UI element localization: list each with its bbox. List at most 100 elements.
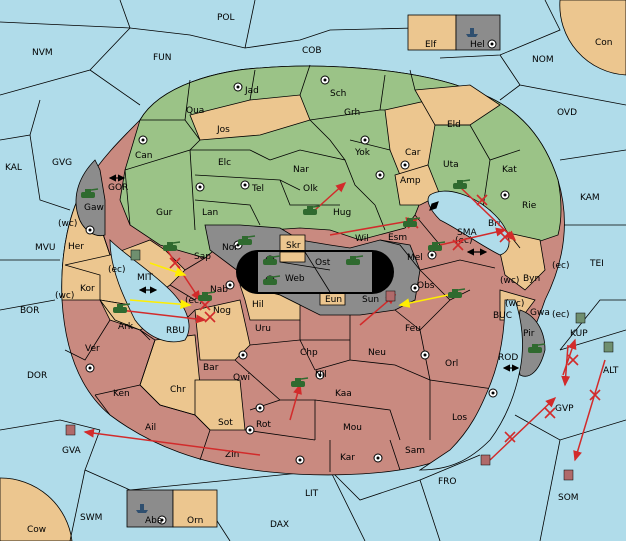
land-cow[interactable]: [0, 477, 73, 541]
land-label-gur: Gur: [156, 208, 173, 218]
land-label-los: Los: [452, 413, 467, 423]
land-label-feu: Feu: [405, 324, 421, 334]
sea-label-con: Con: [595, 38, 613, 48]
fleets: [65, 28, 614, 513]
land-label-sun: Sun: [362, 295, 379, 305]
army-unit: [263, 255, 281, 265]
land-label-obs: Obs: [417, 281, 435, 291]
army-unit: [528, 343, 546, 353]
army-unit: [428, 241, 446, 251]
fleet-unit: [603, 341, 614, 353]
land-label-chp: Chp: [300, 348, 318, 358]
land-label-gaw: Gaw: [84, 203, 104, 213]
sea-label-rod: ROD: [498, 353, 518, 363]
passage-arrows: [108, 174, 520, 372]
fleet-unit: [563, 469, 574, 481]
sea-label-tei: TEI: [589, 259, 604, 269]
land-eld[interactable]: [414, 84, 501, 126]
land-sot[interactable]: [194, 379, 246, 431]
land-label-eun: Eun: [325, 295, 342, 305]
fleet-unit: [480, 454, 491, 466]
land-label-mel: Mel: [407, 253, 423, 263]
land-label-grh: Grh: [344, 108, 360, 118]
land-label-nab: Nab: [210, 285, 228, 295]
land-label-skr: Skr: [286, 241, 301, 251]
sea-buc-rod[interactable]: [418, 299, 523, 471]
land-label-sam: Sam: [405, 446, 425, 456]
coast-tag: (ec): [552, 261, 570, 271]
sea-label-mit: MIT: [137, 273, 153, 283]
land-label-orn: Orn: [187, 516, 203, 526]
land-label-elf: Elf: [425, 40, 437, 50]
sea-label-nom: NOM: [532, 55, 554, 65]
land-label-ark: Ark: [118, 322, 134, 332]
fleet-unit: [466, 28, 478, 37]
land-elf[interactable]: [407, 14, 457, 51]
army-unit: [403, 217, 421, 227]
land-label-sot: Sot: [218, 418, 233, 428]
fleet-unit: [130, 249, 141, 261]
supply-centers: [85, 39, 510, 525]
sea-label-kam: KAM: [580, 193, 600, 203]
land-label-ost: Ost: [315, 258, 331, 268]
land-label-bar: Bar: [203, 363, 219, 373]
land-label-kat: Kat: [502, 165, 517, 175]
sea-label-fun: FUN: [153, 53, 172, 63]
sea-label-nvm: NVM: [32, 48, 53, 58]
land-label-lan: Lan: [202, 208, 218, 218]
land-label-car: Car: [405, 148, 421, 158]
land-label-eld: Eld: [447, 120, 461, 130]
land-label-jos: Jos: [216, 125, 230, 135]
land-label-tel: Tel: [251, 184, 264, 194]
land-label-hil: Hil: [252, 300, 264, 310]
land-con[interactable]: [559, 0, 626, 76]
sea-label-alt: ALT: [603, 366, 619, 376]
army-unit: [113, 303, 131, 313]
coast-tag: (ec): [455, 236, 473, 246]
army-unit: [303, 205, 321, 215]
army-unit: [346, 255, 364, 265]
land-label-ver: Ver: [85, 344, 100, 354]
land-label-bri: Bri: [488, 219, 500, 229]
sea-label-gva: GVA: [62, 446, 82, 456]
land-label-amp: Amp: [400, 176, 421, 186]
land-label-hel: Hel: [470, 40, 485, 50]
sea-label-swm: SWM: [80, 513, 102, 523]
coast-tag: (wc): [58, 219, 77, 229]
army-unit: [448, 288, 466, 298]
land-label-can: Can: [135, 151, 153, 161]
land-orn[interactable]: [172, 489, 218, 528]
sea-label-buc: BUC: [493, 311, 512, 321]
land-label-chr: Chr: [170, 385, 186, 395]
land-label-mou: Mou: [343, 423, 362, 433]
army-unit: [81, 188, 99, 198]
land-label-kar: Kar: [340, 453, 355, 463]
army-unit: [291, 377, 309, 387]
land-pir[interactable]: [514, 309, 546, 377]
land-label-esm: Esm: [388, 233, 407, 243]
land-label-yok: Yok: [354, 148, 371, 158]
sea-label-cow: Cow: [27, 525, 46, 535]
sea-label-gvg: GVG: [52, 158, 72, 168]
sea-label-gvp: GVP: [555, 404, 574, 414]
land-label-sch: Sch: [330, 89, 346, 99]
land-label-nog: Nog: [213, 306, 231, 316]
land-label-uru: Uru: [255, 324, 271, 334]
fleet-unit: [575, 312, 586, 324]
army-unit: [238, 235, 256, 245]
land-labels: Elf Hel Jad Sch Qua Jos Grh Eld Can Yok …: [68, 40, 550, 526]
land-label-sap: Sap: [194, 252, 211, 262]
sea-label-ovd: OVD: [557, 108, 577, 118]
land-label-zin: Zin: [225, 450, 239, 460]
sea-label-pol: POL: [217, 13, 235, 23]
land-label-nar: Nar: [293, 165, 309, 175]
failed-marks: [169, 194, 601, 443]
sea-label-cob: COB: [302, 46, 322, 56]
land-label-byn: Byn: [523, 274, 540, 284]
fleet-unit: [65, 424, 76, 436]
land-label-ken: Ken: [113, 389, 130, 399]
orders-yellow: [129, 262, 449, 309]
sea-label-lit: LIT: [305, 489, 319, 499]
sea-label-sma: SMA: [457, 228, 477, 238]
